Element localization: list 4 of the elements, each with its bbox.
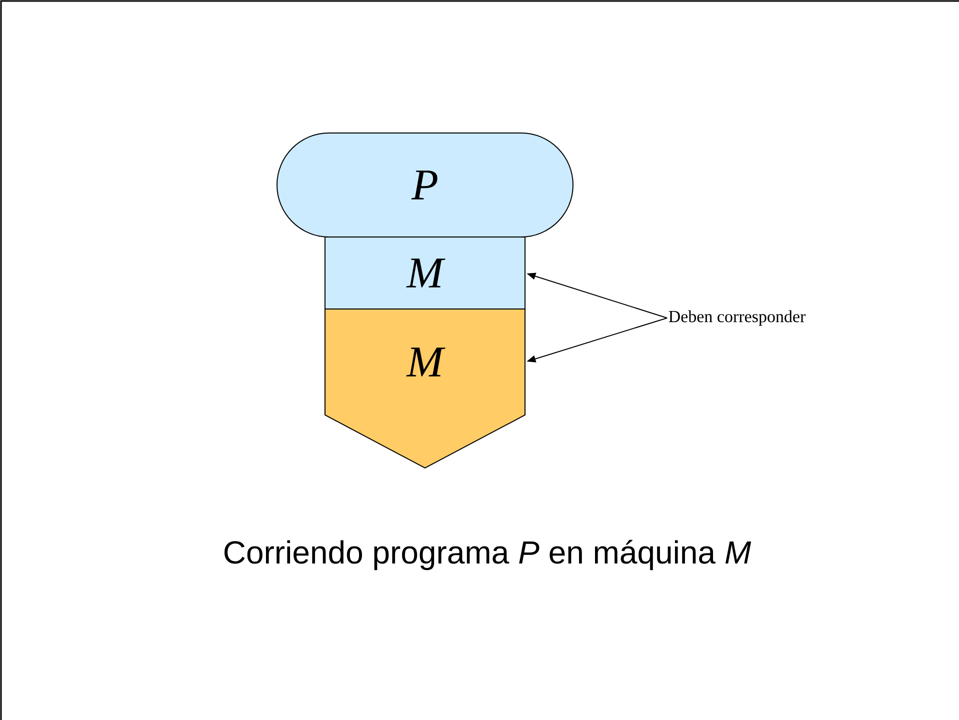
note-text: Deben corresponder [668, 310, 806, 326]
machine-box: M [324, 236, 526, 310]
caption: Corriendo programa P en máquina M [224, 540, 752, 570]
machine-pentagon: M [324, 308, 526, 469]
